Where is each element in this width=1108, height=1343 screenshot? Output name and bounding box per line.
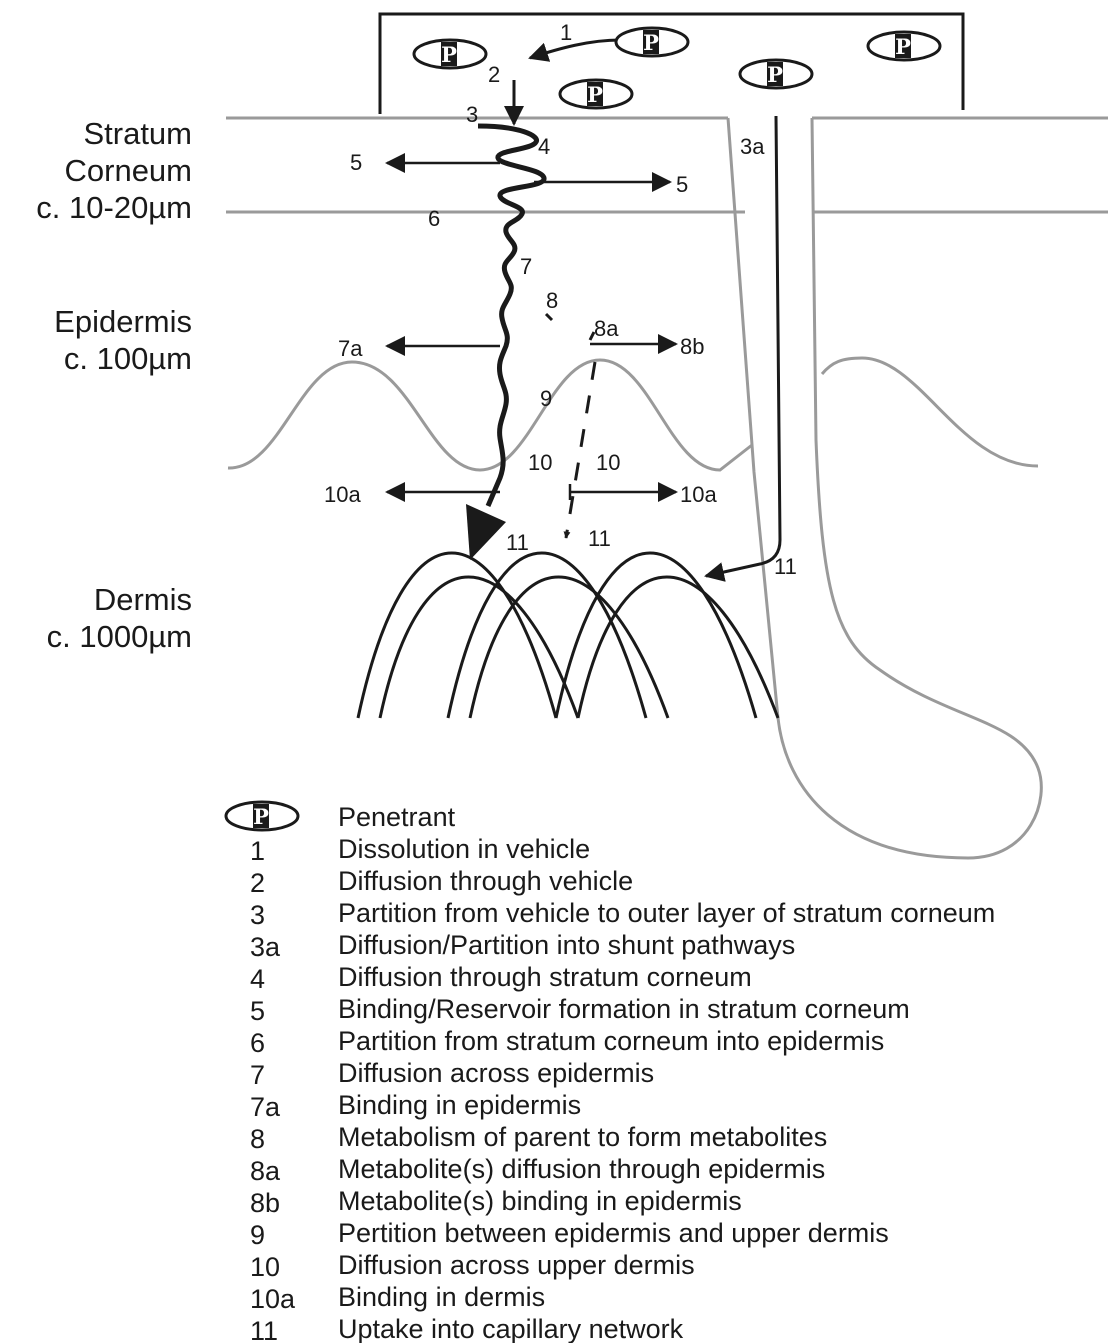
penetrant-symbol-1: P (414, 40, 486, 68)
svg-text:Stratum: Stratum (83, 116, 192, 151)
step-label-8: 8 (546, 288, 558, 313)
step-label-3a: 3a (740, 134, 765, 159)
legend-description: Metabolite(s) diffusion through epidermi… (338, 1154, 825, 1184)
metabolite-path (566, 362, 595, 538)
step-label-2: 2 (488, 62, 500, 87)
svg-text:P: P (895, 34, 911, 59)
legend-key: 7 (250, 1060, 265, 1090)
legend-description: Diffusion/Partition into shunt pathways (338, 930, 795, 960)
dissolution-arrow (530, 40, 620, 58)
legend-key: 5 (250, 996, 265, 1026)
svg-text:P: P (643, 30, 659, 55)
step-label-7a: 7a (338, 336, 363, 361)
svg-text:P: P (441, 42, 457, 67)
step-label-10-right: 10 (596, 450, 620, 475)
step-label-5-left: 5 (350, 150, 362, 175)
step-label-6: 6 (428, 206, 440, 231)
legend-description: Diffusion across upper dermis (338, 1250, 695, 1280)
legend-description: Binding in dermis (338, 1282, 545, 1312)
svg-text:Corneum: Corneum (65, 153, 193, 188)
legend-description: Uptake into capillary network (338, 1314, 684, 1343)
step-label-11-a: 11 (506, 530, 529, 555)
shunt-path-arrow (706, 116, 780, 576)
legend-key: 3a (250, 932, 281, 962)
step-label-10a-left: 10a (324, 482, 361, 507)
legend-key: 1 (250, 836, 265, 866)
legend-key: 10a (250, 1284, 296, 1314)
epidermis-dermis-boundary-right (822, 358, 1038, 466)
legend-key: 10 (250, 1252, 280, 1282)
legend-description: Pertition between epidermis and upper de… (338, 1218, 889, 1248)
legend-key: 4 (250, 964, 265, 994)
legend-key: 8 (250, 1124, 265, 1154)
svg-text:Epidermis: Epidermis (54, 304, 192, 339)
legend-description: Metabolism of parent to form metabolites (338, 1122, 827, 1152)
svg-text:c. 100µm: c. 100µm (64, 341, 192, 376)
step-label-8a: 8a (594, 316, 619, 341)
penetration-arrowhead (466, 504, 506, 560)
legend-description: Binding/Reservoir formation in stratum c… (338, 994, 910, 1024)
step-label-11-c: 11 (774, 554, 797, 579)
legend-key: 8a (250, 1156, 281, 1186)
penetrant-symbol-4: P (740, 60, 812, 88)
penetrant-symbol-2: P (616, 28, 688, 56)
svg-text:c. 1000µm: c. 1000µm (47, 619, 192, 654)
layer-label-dermis: Dermis c. 1000µm (47, 582, 192, 654)
step-label-7: 7 (520, 254, 532, 279)
legend-description: Dissolution in vehicle (338, 834, 590, 864)
legend-description: Binding in epidermis (338, 1090, 581, 1120)
svg-text:P: P (767, 62, 783, 87)
legend-key: 9 (250, 1220, 265, 1250)
penetrant-symbol-3: P (560, 80, 632, 108)
legend-description: Partition from vehicle to outer layer of… (338, 898, 995, 928)
hair-follicle-shunt (728, 118, 1041, 858)
step-label-8b: 8b (680, 334, 704, 359)
legend-description: Diffusion through stratum corneum (338, 962, 752, 992)
svg-text:c. 10-20µm: c. 10-20µm (36, 190, 192, 225)
step-label-10a-right: 10a (680, 482, 717, 507)
legend-description: Partition from stratum corneum into epid… (338, 1026, 884, 1056)
legend-key: 3 (250, 900, 265, 930)
legend-description: Diffusion across epidermis (338, 1058, 654, 1088)
step-label-5-right: 5 (676, 172, 688, 197)
legend-penetrant-label: Penetrant (338, 802, 456, 832)
svg-text:P: P (253, 804, 269, 829)
layer-label-stratum-corneum: Stratum Corneum c. 10-20µm (36, 116, 192, 225)
step-label-3: 3 (466, 102, 478, 127)
legend-key: 7a (250, 1092, 281, 1122)
step-label-10-left: 10 (528, 450, 552, 475)
penetrant-symbol-5: P (868, 32, 940, 60)
legend-key: 8b (250, 1188, 280, 1218)
step-label-11-b: 11 (588, 526, 611, 551)
legend-key: 11 (250, 1316, 278, 1343)
metabolism-tick (546, 314, 552, 320)
svg-text:Dermis: Dermis (94, 582, 192, 617)
legend-key: 2 (250, 868, 265, 898)
legend-penetrant-symbol: P (226, 802, 298, 830)
legend-description: Metabolite(s) binding in epidermis (338, 1186, 742, 1216)
legend-description: Diffusion through vehicle (338, 866, 633, 896)
step-label-1: 1 (560, 20, 572, 45)
capillary-network (358, 553, 778, 718)
legend-key: 6 (250, 1028, 265, 1058)
step-label-4: 4 (538, 134, 550, 159)
svg-text:P: P (587, 82, 603, 107)
step-label-9: 9 (540, 386, 552, 411)
layer-label-epidermis: Epidermis c. 100µm (54, 304, 192, 376)
epidermis-dermis-boundary-left (228, 360, 752, 470)
